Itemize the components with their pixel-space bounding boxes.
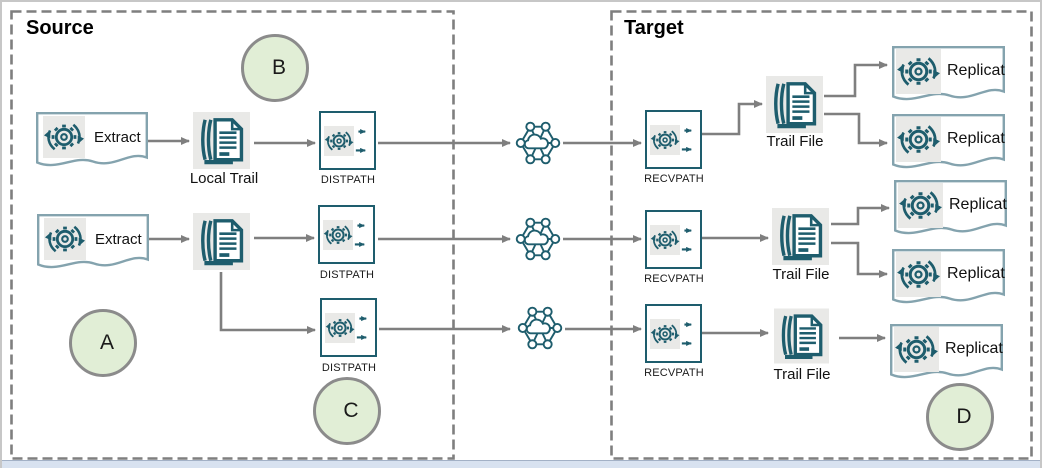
- gear-sync-icon: [896, 117, 941, 162]
- gear-sync-icon: [44, 218, 86, 260]
- trail-file-icon: [193, 213, 250, 270]
- gear-sync-icon: [898, 183, 943, 228]
- trail-file-label: Trail File: [773, 366, 831, 383]
- dual-arrow-icon: [356, 306, 375, 350]
- recvpath-node-2: [645, 210, 702, 269]
- replicat-label: Replicat: [947, 62, 1005, 79]
- dual-arrow-icon: [354, 213, 373, 257]
- recvpath-node-3: [645, 304, 702, 363]
- replicat-label: Replicat: [947, 130, 1005, 147]
- distpath-label: DISTPATH: [321, 362, 377, 374]
- window-bottom-strip: [2, 460, 1040, 468]
- dual-arrow-icon: [681, 312, 700, 356]
- trail-file-label: Trail File: [772, 266, 830, 283]
- replicat-label: Replicat: [949, 196, 1007, 213]
- trail-file-label: Trail File: [766, 133, 824, 150]
- gear-sync-icon: [896, 49, 941, 94]
- callout-circle-c: C: [313, 377, 381, 445]
- gear-sync-icon: [650, 318, 680, 350]
- gear-sync-icon: [894, 327, 939, 372]
- gear-sync-icon: [323, 219, 353, 251]
- gear-sync-icon: [896, 252, 941, 297]
- dual-arrow-icon: [681, 218, 700, 262]
- replicat-node-4: Replicat: [892, 249, 1005, 307]
- replicat-node-1: Replicat: [892, 46, 1005, 104]
- recvpath-label: RECVPATH: [644, 173, 704, 185]
- callout-circle-d: D: [926, 383, 994, 451]
- gear-sync-icon: [43, 116, 85, 158]
- gear-sync-icon: [650, 124, 680, 156]
- trail-file-icon: [193, 112, 250, 169]
- network-icon: [515, 215, 561, 263]
- gear-sync-icon: [650, 224, 680, 256]
- distpath-node-2: [318, 205, 375, 264]
- arrow-connector: [219, 272, 316, 334]
- extract-label: Extract: [95, 230, 142, 248]
- local-trail-label: Local Trail: [189, 170, 259, 187]
- extract-label: Extract: [94, 128, 141, 146]
- arrow-connector: [824, 61, 888, 98]
- arrow-connector: [831, 204, 890, 226]
- dual-arrow-icon: [355, 119, 374, 163]
- callout-letter: D: [956, 405, 972, 428]
- replicat-node-2: Replicat: [892, 114, 1005, 172]
- callout-letter: A: [99, 331, 114, 354]
- dual-arrow-icon: [681, 118, 700, 162]
- target-zone-title: Target: [624, 17, 684, 39]
- source-zone-title: Source: [26, 17, 94, 39]
- callout-circle-b: B: [241, 34, 309, 102]
- gear-sync-icon: [324, 125, 354, 157]
- trail-file-icon: [774, 308, 829, 364]
- replicat-node-3: Replicat: [894, 180, 1007, 238]
- distpath-node-1: [319, 111, 376, 170]
- trail-file-icon: [766, 76, 823, 133]
- replicat-label: Replicat: [947, 265, 1005, 282]
- distpath-node-3: [320, 298, 377, 357]
- extract-node-1: Extract: [36, 112, 148, 170]
- extract-node-2: Extract: [37, 214, 149, 272]
- distpath-label: DISTPATH: [319, 269, 375, 281]
- callout-letter: B: [271, 56, 286, 79]
- callout-letter: C: [343, 399, 359, 422]
- network-icon: [515, 119, 561, 167]
- distpath-label: DISTPATH: [320, 174, 376, 186]
- gear-sync-icon: [325, 312, 355, 344]
- arrow-connector: [700, 100, 763, 136]
- recvpath-label: RECVPATH: [644, 273, 704, 285]
- trail-file-icon: [772, 208, 829, 265]
- replicat-node-5: Replicat: [890, 324, 1003, 382]
- network-icon: [517, 304, 563, 352]
- replicat-label: Replicat: [945, 340, 1003, 357]
- recvpath-label: RECVPATH: [644, 367, 704, 379]
- recvpath-node-1: [645, 110, 702, 169]
- callout-circle-a: A: [69, 309, 137, 377]
